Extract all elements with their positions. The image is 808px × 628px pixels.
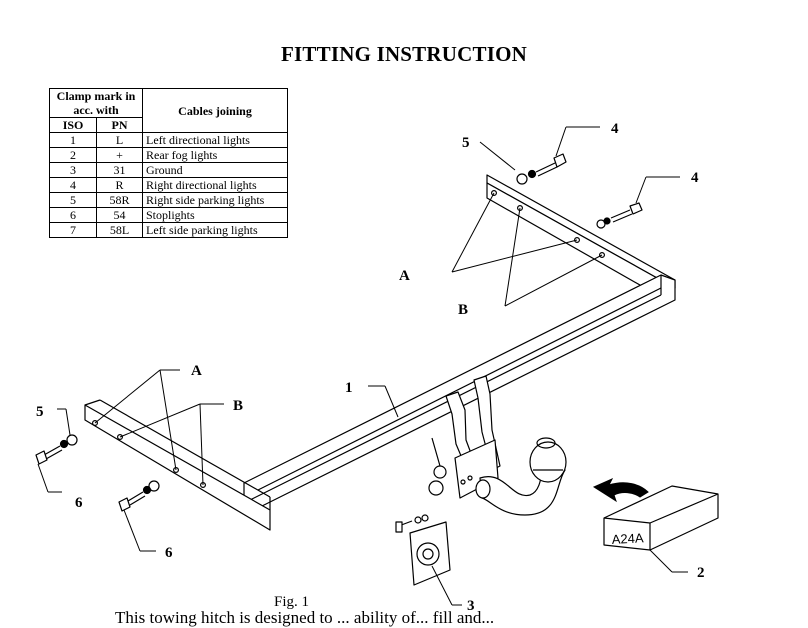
figure-caption: Fig. 1 [274, 594, 310, 610]
table-row: 4 R Right directional lights [48, 177, 288, 193]
right-bracket [486, 174, 676, 298]
desc-cell: Stoplights [142, 207, 288, 223]
callout-B-left: B [233, 398, 243, 414]
callout-B-right: B [458, 302, 468, 318]
desc-cell: Right directional lights [142, 177, 288, 193]
header-clamp-mark: Clamp mark in acc. with [49, 88, 143, 118]
table-row: 6 54 Stoplights [48, 207, 288, 223]
pn-cell: 58L [96, 222, 143, 238]
callout-A-left: A [191, 363, 202, 379]
left-bracket [84, 399, 271, 531]
callout-4-top: 4 [611, 121, 619, 137]
callout-5-top: 5 [462, 135, 470, 151]
bolt-left-1 [35, 434, 78, 465]
callout-4-right: 4 [691, 170, 699, 186]
box-code: A24A [611, 530, 644, 547]
callout-5-left: 5 [36, 404, 44, 420]
bolt-left-2 [118, 480, 160, 512]
header-cables-joining: Cables joining [142, 88, 288, 133]
manual-box [603, 485, 719, 551]
callout-1: 1 [345, 380, 353, 396]
bolt-top-1 [516, 153, 567, 185]
body-text-fragment: This towing hitch is designed to ... abi… [115, 608, 495, 627]
desc-cell: Ground [142, 162, 288, 178]
desc-cell: Left side parking lights [142, 222, 288, 238]
callout-A-right: A [399, 268, 410, 284]
iso-cell: 7 [48, 222, 98, 238]
callout-3: 3 [467, 598, 475, 614]
callout-6-bottom: 6 [165, 545, 173, 561]
pn-cell: 54 [96, 207, 143, 223]
callout-6-left: 6 [75, 495, 83, 511]
page-title: FITTING INSTRUCTION [281, 42, 527, 66]
curved-arrow-icon [592, 477, 649, 503]
pn-cell: 31 [96, 162, 143, 178]
header-pn: PN [96, 117, 143, 133]
table-row: 7 58L Left side parking lights [48, 222, 288, 238]
socket-plate [395, 514, 451, 586]
cables-table: Clamp mark in acc. with Cables joining I… [48, 88, 288, 238]
bolt-top-2 [596, 202, 643, 229]
leader-lines [37, 126, 688, 606]
desc-cell: Right side parking lights [142, 192, 288, 208]
iso-cell: 5 [48, 192, 98, 208]
towball-mount [428, 375, 567, 516]
callout-2: 2 [697, 565, 705, 581]
table-row: 3 31 Ground [48, 162, 288, 178]
